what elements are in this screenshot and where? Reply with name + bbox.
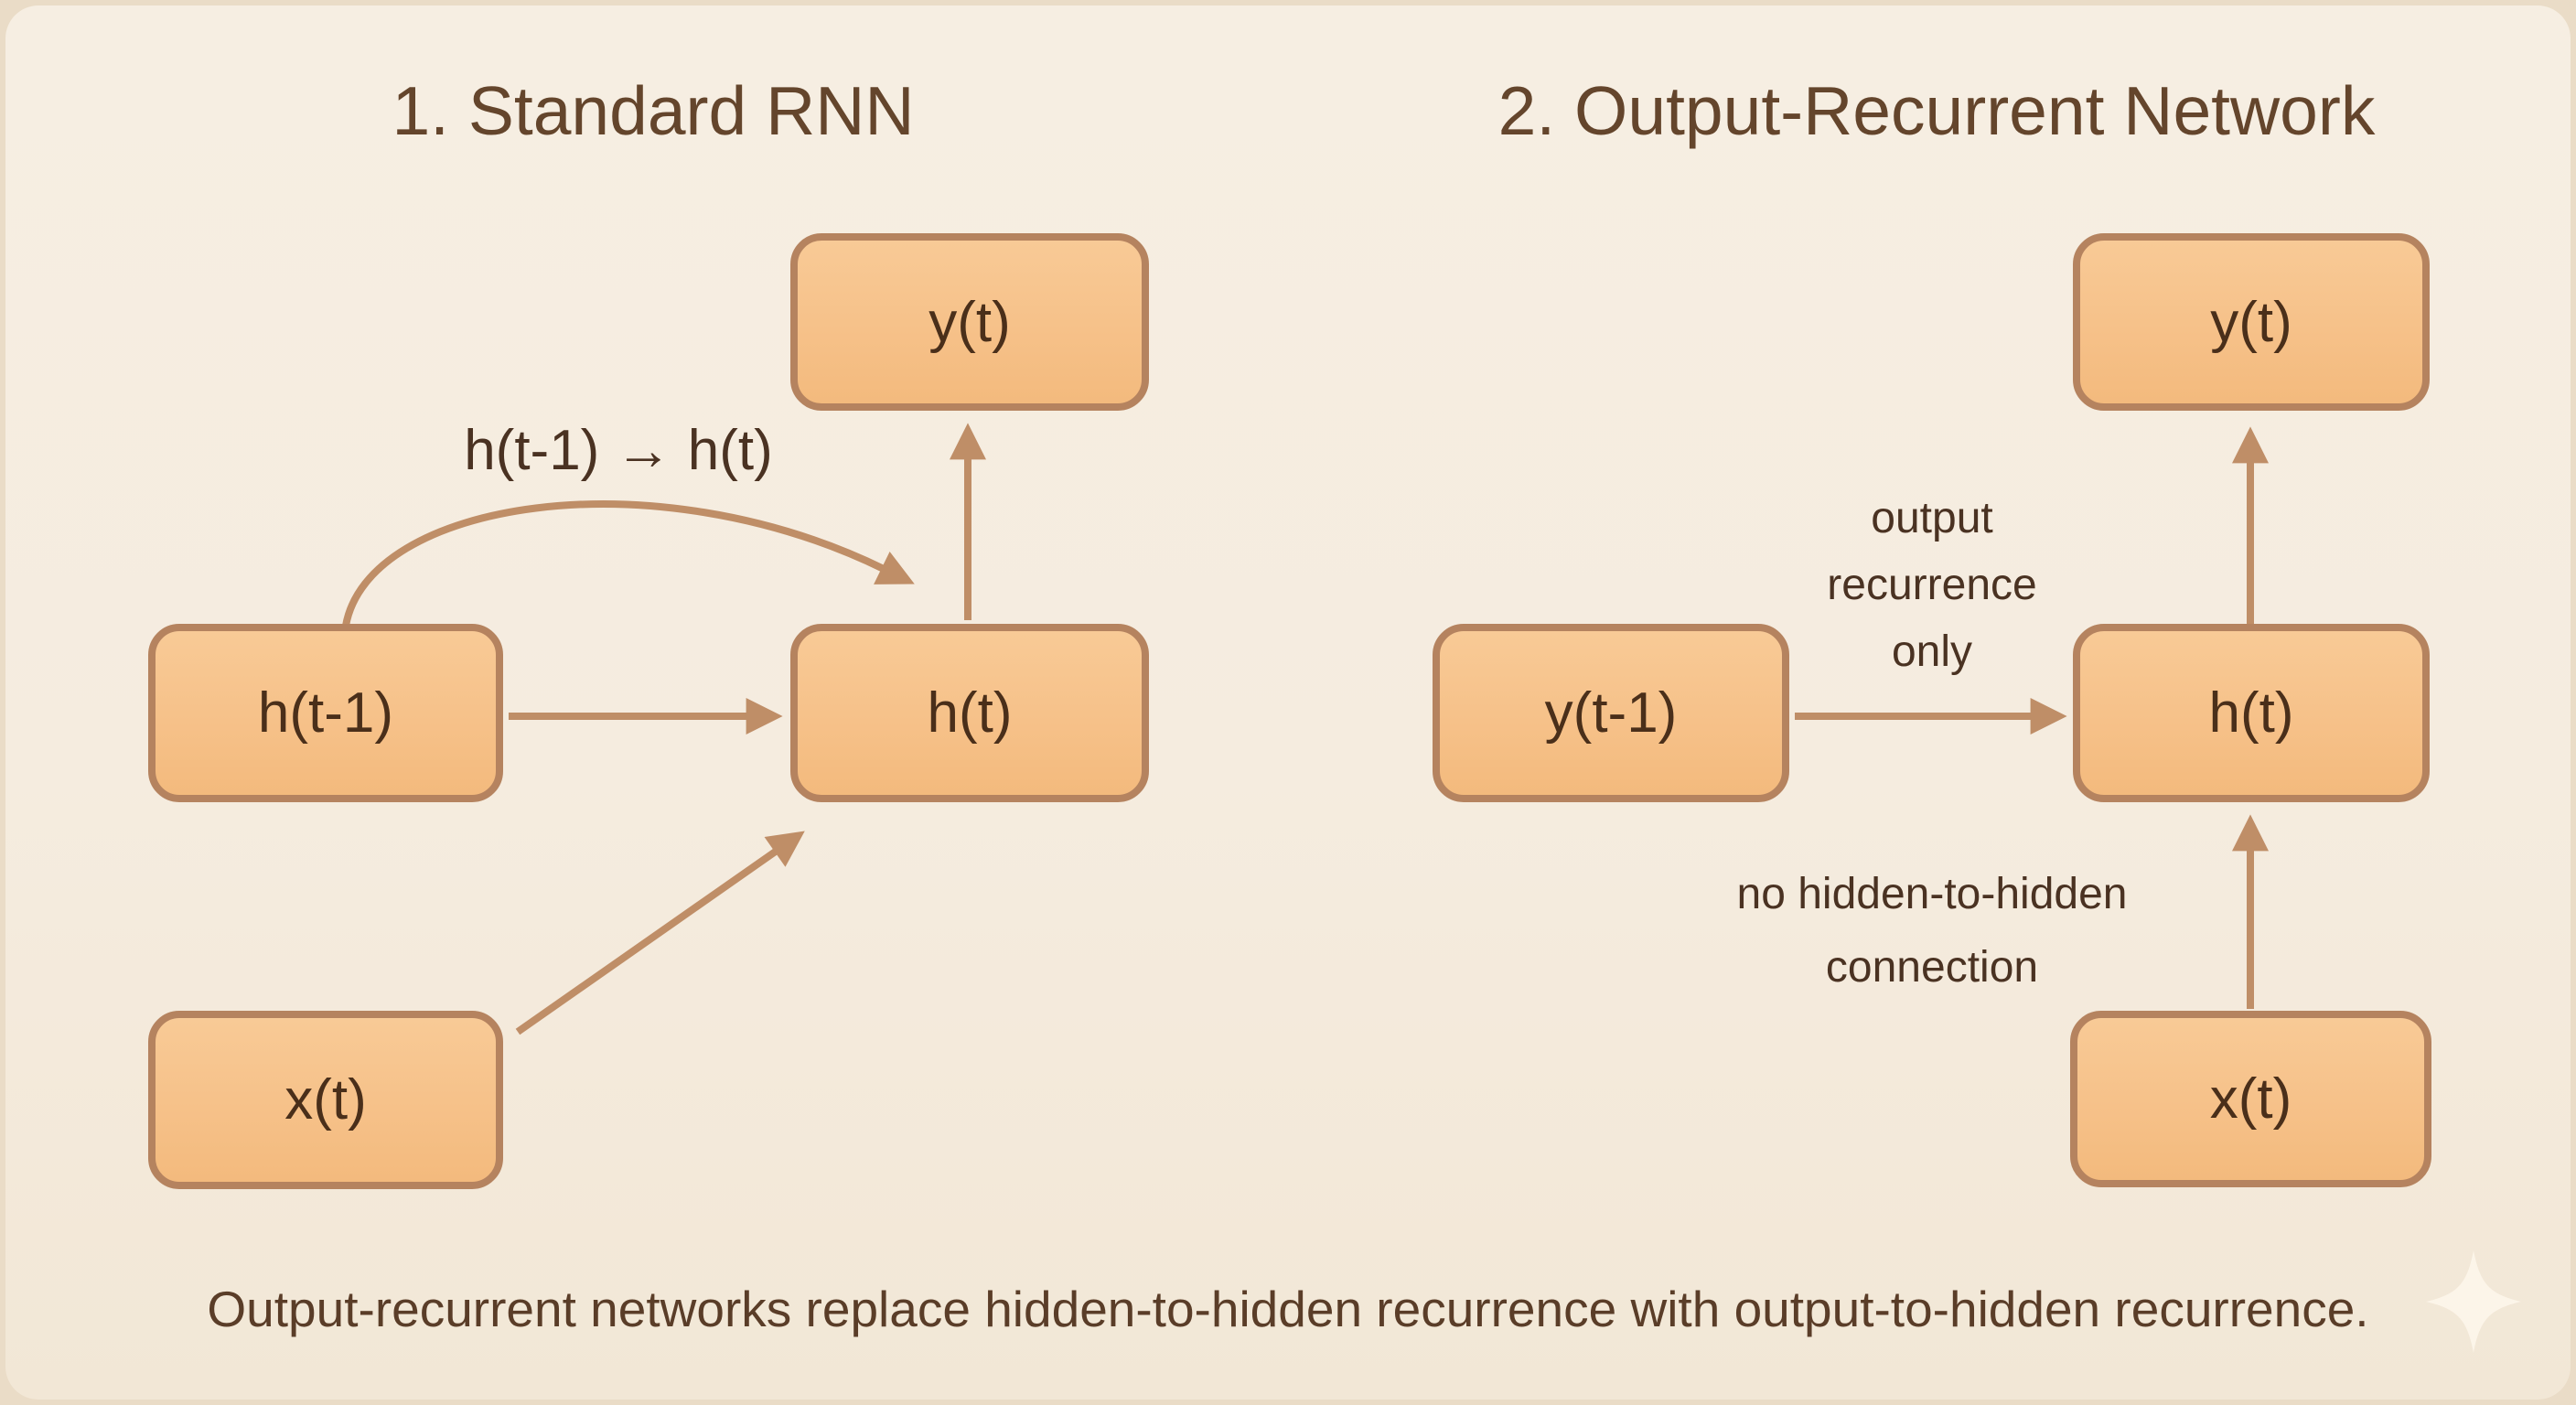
output-recurrence-line: output [1871,494,1993,542]
node-yt-prev: y(t-1) [1433,624,1789,802]
node-ht-right: h(t) [2073,624,2430,802]
output-recurrence-label: output recurrence only [1827,485,2036,685]
output-recurrence-line: recurrence [1827,561,2037,609]
recurrence-label: h(t-1) → h(t) [464,419,773,482]
node-label: y(t-1) [1544,681,1678,745]
node-ht-prev: h(t-1) [148,624,503,802]
node-label: y(t) [928,290,1011,354]
node-xt-left: x(t) [148,1011,503,1189]
node-label: h(t-1) [257,681,394,745]
node-ht-left: h(t) [790,624,1149,802]
node-label: h(t) [927,681,1013,745]
node-label: x(t) [2209,1067,2292,1131]
no-hidden-line: no hidden-to-hidden [1736,870,2128,918]
node-yt-right: y(t) [2073,233,2430,411]
node-yt-left: y(t) [790,233,1149,411]
no-hidden-line: connection [1825,943,2039,992]
left-panel-title: 1. Standard RNN [392,72,915,149]
node-label: x(t) [284,1068,367,1132]
caption: Output-recurrent networks replace hidden… [207,1281,2369,1337]
node-label: h(t) [2208,681,2294,745]
output-recurrence-line: only [1891,627,1973,676]
right-panel-title: 2. Output-Recurrent Network [1497,72,2376,149]
node-label: y(t) [2210,290,2292,354]
no-hidden-connection-label: no hidden-to-hidden connection [1736,858,2127,1004]
node-xt-right: x(t) [2070,1011,2431,1187]
